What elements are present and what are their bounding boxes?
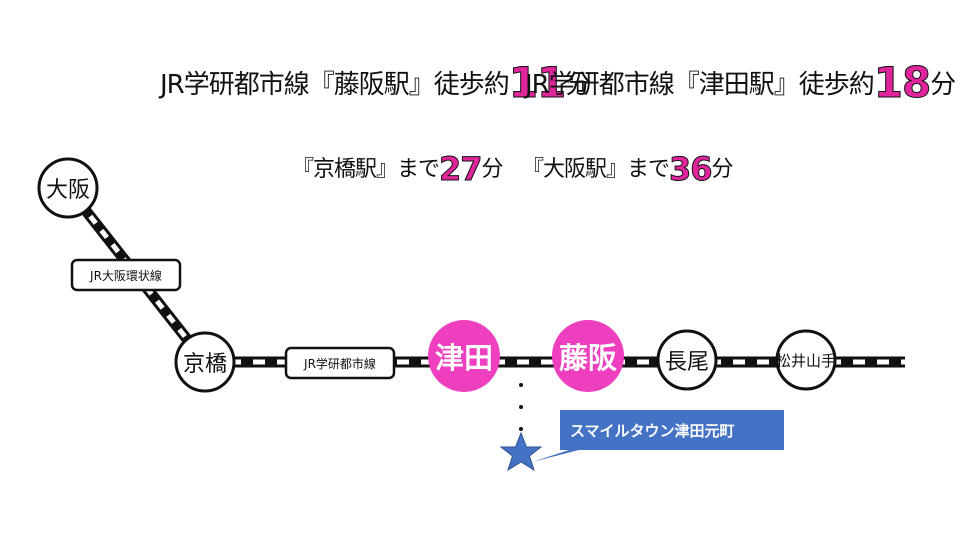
walk-path-dots: [519, 383, 523, 431]
osaka-minutes: 36: [669, 150, 714, 189]
svg-text:京橋: 京橋: [183, 352, 227, 377]
svg-text:長尾: 長尾: [665, 350, 709, 375]
kyobashi-travel-time: 『京橋駅』まで27分: [292, 150, 504, 189]
fujisaka-walk-minutes: 11: [508, 58, 566, 108]
fujisaka-walk-prefix: JR学研都市線『藤阪駅』徒歩約: [160, 70, 510, 100]
tsuda-walk-suffix: 分: [930, 70, 956, 100]
tsuda-walk-minutes: 18: [873, 58, 931, 108]
kyobashi-minutes: 27: [439, 150, 484, 189]
station-fujisaka: 藤阪: [552, 320, 624, 392]
osaka-prefix: 『大阪駅』まで: [522, 157, 670, 182]
svg-text:スマイルタウン津田元町: スマイルタウン津田元町: [570, 422, 735, 440]
property-callout: スマイルタウン津田元町: [532, 410, 784, 462]
station-matsuiyamate: 松井山手: [775, 329, 837, 391]
svg-text:JR学研都市線: JR学研都市線: [303, 356, 376, 371]
tsuda-walk-time: JR学研都市線『津田駅』徒歩約18分: [525, 58, 956, 108]
fujisaka-walk-suffix: 分: [565, 70, 591, 100]
fujisaka-walk-time: JR学研都市線『藤阪駅』徒歩約11分: [160, 58, 591, 108]
svg-text:松井山手: 松井山手: [776, 352, 836, 370]
svg-text:JR大阪環状線: JR大阪環状線: [89, 268, 162, 283]
osaka-suffix: 分: [711, 157, 734, 182]
osaka-travel-time: 『大阪駅』まで36分: [522, 150, 734, 189]
svg-text:藤阪: 藤阪: [559, 341, 617, 375]
station-tsuda: 津田: [428, 320, 500, 392]
kyobashi-prefix: 『京橋駅』まで: [292, 157, 440, 182]
svg-text:大阪: 大阪: [46, 178, 90, 203]
loop-line-label: JR大阪環状線: [70, 258, 182, 292]
tsuda-walk-prefix: JR学研都市線『津田駅』徒歩約: [525, 70, 875, 100]
svg-text:津田: 津田: [435, 341, 493, 375]
property-location-star-icon: [499, 431, 543, 472]
station-osaka: 大阪: [37, 157, 99, 219]
kyobashi-suffix: 分: [481, 157, 504, 182]
station-kyobashi: 京橋: [174, 331, 236, 393]
station-nagao: 長尾: [656, 329, 718, 391]
gakken-line-label: JR学研都市線: [284, 346, 396, 380]
